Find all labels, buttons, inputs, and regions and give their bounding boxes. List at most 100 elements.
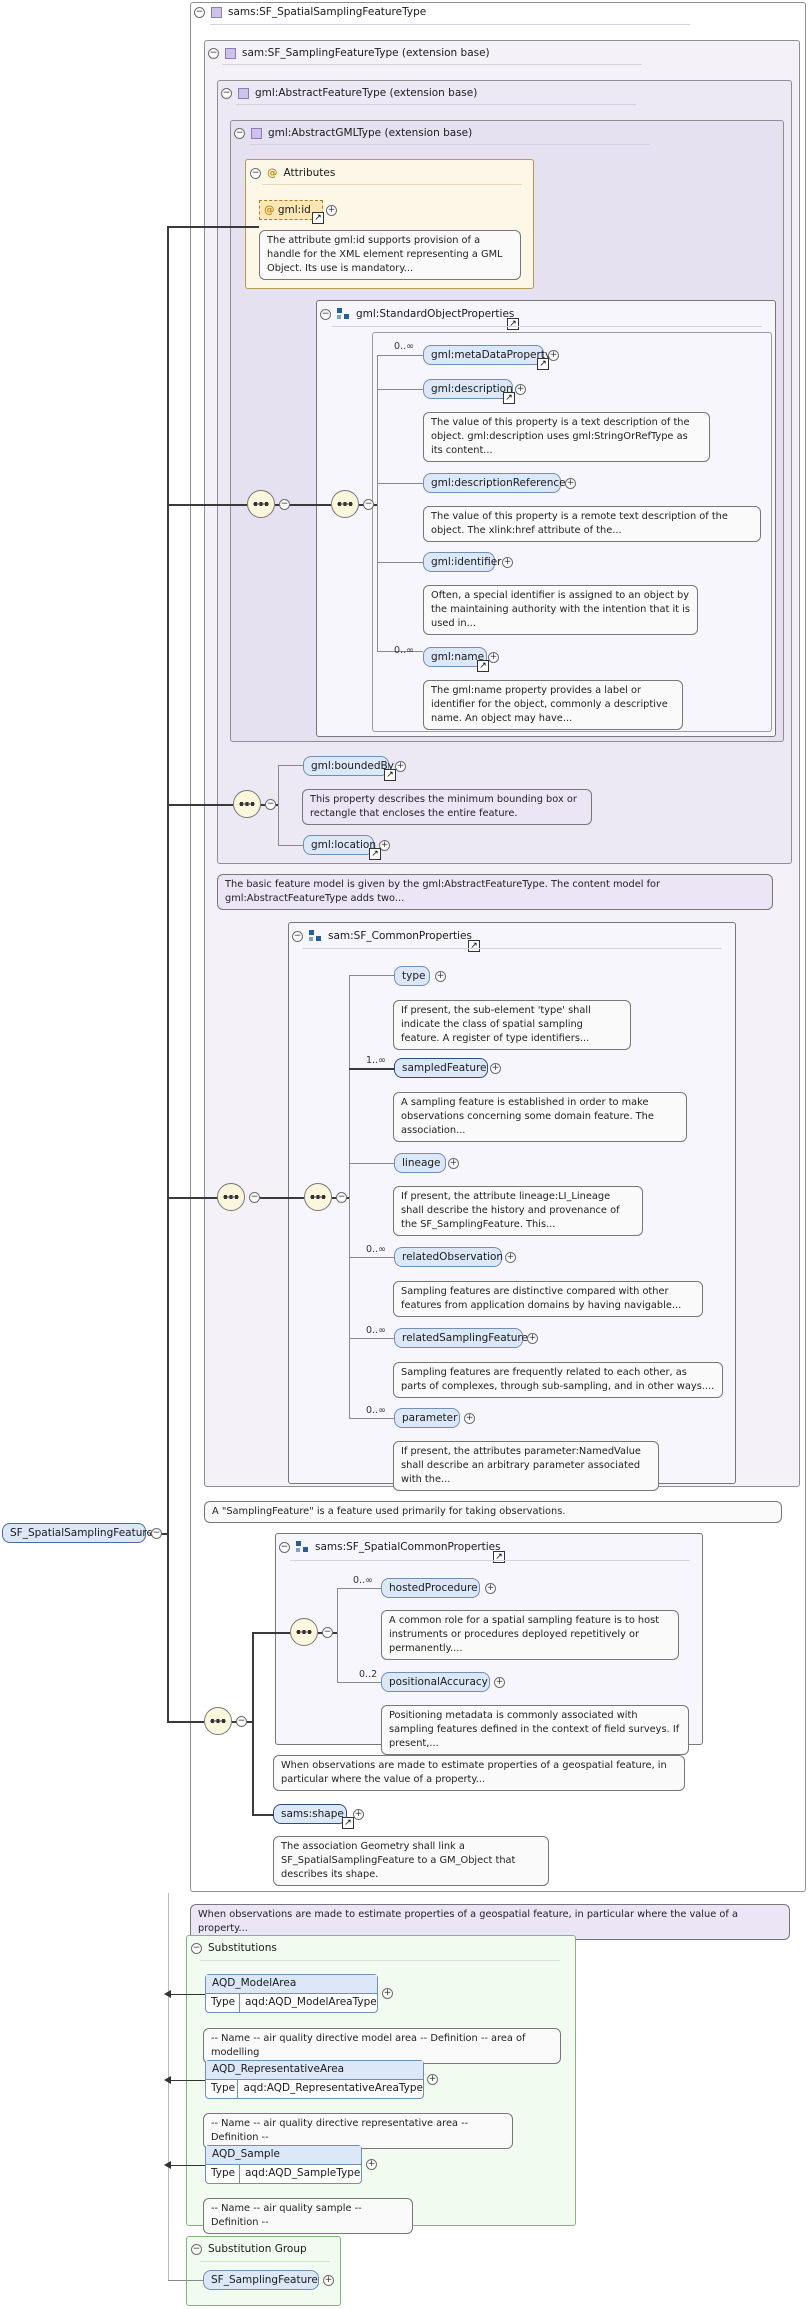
- link-arrow-icon[interactable]: ↗: [493, 1551, 505, 1563]
- sampling-feature-doc: A "SamplingFeature" is a feature used pr…: [204, 1501, 782, 1523]
- expand-modelarea-button[interactable]: +: [382, 1988, 393, 1999]
- description-doc: The value of this property is a text des…: [423, 412, 710, 462]
- complex-type-icon: [251, 127, 262, 139]
- sequence-compositor-icon[interactable]: [247, 490, 275, 518]
- link-arrow-icon[interactable]: ↗: [384, 769, 396, 781]
- occurs-label: 0..∞: [366, 1405, 386, 1416]
- element-gml-name[interactable]: gml:name: [423, 647, 487, 667]
- element-gml-location[interactable]: gml:location: [303, 835, 376, 855]
- link-arrow-icon[interactable]: ↗: [312, 212, 324, 224]
- complex-type-icon: [238, 87, 249, 99]
- common-properties-title: − sam:SF_CommonProperties: [292, 930, 472, 942]
- collapse-substitutions-button[interactable]: −: [191, 1942, 202, 1954]
- sequence-compositor-icon[interactable]: [290, 1618, 318, 1646]
- expand-relatedobservation-button[interactable]: +: [505, 1252, 516, 1263]
- collapse-gml-extension-button[interactable]: −: [234, 127, 245, 139]
- element-lineage[interactable]: lineage: [394, 1153, 446, 1173]
- collapse-sequence-button[interactable]: −: [279, 499, 290, 510]
- link-arrow-icon[interactable]: ↗: [537, 358, 549, 370]
- collapse-sequence-button[interactable]: −: [322, 1627, 333, 1638]
- abstract-feature-extension-title: − gml:AbstractFeatureType (extension bas…: [221, 87, 478, 99]
- link-arrow-icon[interactable]: ↗: [507, 318, 519, 330]
- element-relatedsamplingfeature[interactable]: relatedSamplingFeature: [394, 1328, 528, 1348]
- collapse-sequence-button[interactable]: −: [336, 1192, 347, 1203]
- element-sams-shape[interactable]: sams:shape: [273, 1804, 347, 1824]
- substitution-group-sf-samplingfeature[interactable]: SF_SamplingFeature: [203, 2270, 319, 2290]
- collapse-sequence-button[interactable]: −: [363, 499, 374, 510]
- sequence-compositor-icon[interactable]: [331, 490, 359, 518]
- expand-type-button[interactable]: +: [435, 971, 446, 982]
- expand-sampledfeature-button[interactable]: +: [490, 1063, 501, 1074]
- link-arrow-icon[interactable]: ↗: [503, 392, 515, 404]
- boundedby-doc: This property describes the minimum boun…: [302, 789, 592, 825]
- collapse-common-props-button[interactable]: −: [292, 930, 303, 942]
- element-gml-metadataproperty[interactable]: gml:metaDataProperty: [423, 345, 551, 365]
- expand-positionalaccuracy-button[interactable]: +: [494, 1677, 505, 1688]
- attribute-icon: @: [267, 167, 278, 179]
- lineage-doc: If present, the attribute lineage:LI_Lin…: [393, 1186, 643, 1236]
- element-gml-description[interactable]: gml:description: [423, 379, 513, 399]
- expand-location-button[interactable]: +: [379, 840, 390, 851]
- expand-descriptionreference-button[interactable]: +: [565, 478, 576, 489]
- occurs-label: 0..∞: [366, 1244, 386, 1255]
- collapse-sequence-button[interactable]: −: [236, 1716, 247, 1727]
- root-element-sf-spatialsamplingfeature[interactable]: SF_SpatialSamplingFeature: [2, 1523, 153, 1543]
- attributes-title: − @ Attributes: [250, 167, 336, 179]
- element-gml-identifier[interactable]: gml:identifier: [423, 552, 501, 572]
- expand-name-button[interactable]: +: [488, 652, 499, 663]
- collapse-standard-props-button[interactable]: −: [320, 308, 331, 320]
- element-sampledfeature[interactable]: sampledFeature: [394, 1058, 488, 1078]
- expand-relatedsamplingfeature-button[interactable]: +: [527, 1333, 538, 1344]
- expand-shape-button[interactable]: +: [353, 1809, 364, 1820]
- arrow-left-icon: [164, 1990, 171, 1998]
- expand-identifier-button[interactable]: +: [502, 557, 513, 568]
- collapse-root-element-button[interactable]: −: [151, 1528, 162, 1539]
- sequence-compositor-icon[interactable]: [304, 1183, 332, 1211]
- collapse-spatial-props-button[interactable]: −: [279, 1541, 290, 1553]
- descriptionreference-doc: The value of this property is a remote t…: [423, 506, 761, 542]
- link-arrow-icon[interactable]: ↗: [342, 1817, 354, 1829]
- expand-sf-samplingfeature-button[interactable]: +: [323, 2275, 334, 2286]
- element-hostedprocedure[interactable]: hostedProcedure: [381, 1578, 480, 1598]
- collapse-feature-extension-button[interactable]: −: [221, 87, 232, 99]
- element-positionalaccuracy[interactable]: positionalAccuracy: [381, 1672, 490, 1692]
- element-parameter[interactable]: parameter: [394, 1408, 460, 1428]
- sequence-compositor-icon[interactable]: [204, 1707, 232, 1735]
- link-arrow-icon[interactable]: ↗: [477, 660, 489, 672]
- expand-description-button[interactable]: +: [515, 384, 526, 395]
- collapse-sequence-button[interactable]: −: [249, 1192, 260, 1203]
- abstract-feature-doc: The basic feature model is given by the …: [217, 874, 773, 910]
- collapse-sequence-button[interactable]: −: [265, 799, 276, 810]
- collapse-substitution-group-button[interactable]: −: [191, 2243, 202, 2255]
- element-gml-boundedby[interactable]: gml:boundedBy: [303, 756, 394, 776]
- expand-sample-button[interactable]: +: [366, 2159, 377, 2170]
- collapse-root-button[interactable]: −: [194, 6, 205, 18]
- sequence-compositor-icon[interactable]: [217, 1183, 245, 1211]
- expand-lineage-button[interactable]: +: [448, 1158, 459, 1169]
- link-arrow-icon[interactable]: ↗: [369, 848, 381, 860]
- expand-hostedprocedure-button[interactable]: +: [485, 1583, 496, 1594]
- occurs-label: 1..∞: [366, 1055, 386, 1066]
- occurs-label: 0..∞: [394, 645, 414, 656]
- link-arrow-icon[interactable]: ↗: [468, 940, 480, 952]
- attribute-gml-id[interactable]: @ gml:id: [259, 200, 323, 220]
- type-doc: If present, the sub-element 'type' shall…: [393, 1000, 631, 1050]
- sequence-compositor-icon[interactable]: [233, 790, 261, 818]
- collapse-sampling-extension-button[interactable]: −: [208, 47, 219, 59]
- collapse-attributes-button[interactable]: −: [250, 167, 261, 179]
- element-type[interactable]: type: [394, 966, 430, 986]
- expand-gml-id-button[interactable]: +: [326, 205, 337, 216]
- element-gml-descriptionreference[interactable]: gml:descriptionReference: [423, 473, 566, 493]
- expand-representativearea-button[interactable]: +: [427, 2074, 438, 2085]
- modelarea-doc: -- Name -- air quality directive model a…: [203, 2028, 561, 2064]
- relatedobservation-doc: Sampling features are distinctive compar…: [393, 1281, 703, 1317]
- expand-parameter-button[interactable]: +: [464, 1413, 475, 1424]
- sample-doc: -- Name -- air quality sample -- Definit…: [203, 2198, 413, 2234]
- standard-props-inner-frame: [372, 332, 772, 732]
- element-relatedobservation[interactable]: relatedObservation: [394, 1247, 503, 1267]
- expand-boundedby-button[interactable]: +: [395, 761, 406, 772]
- expand-metadataproperty-button[interactable]: +: [548, 350, 559, 361]
